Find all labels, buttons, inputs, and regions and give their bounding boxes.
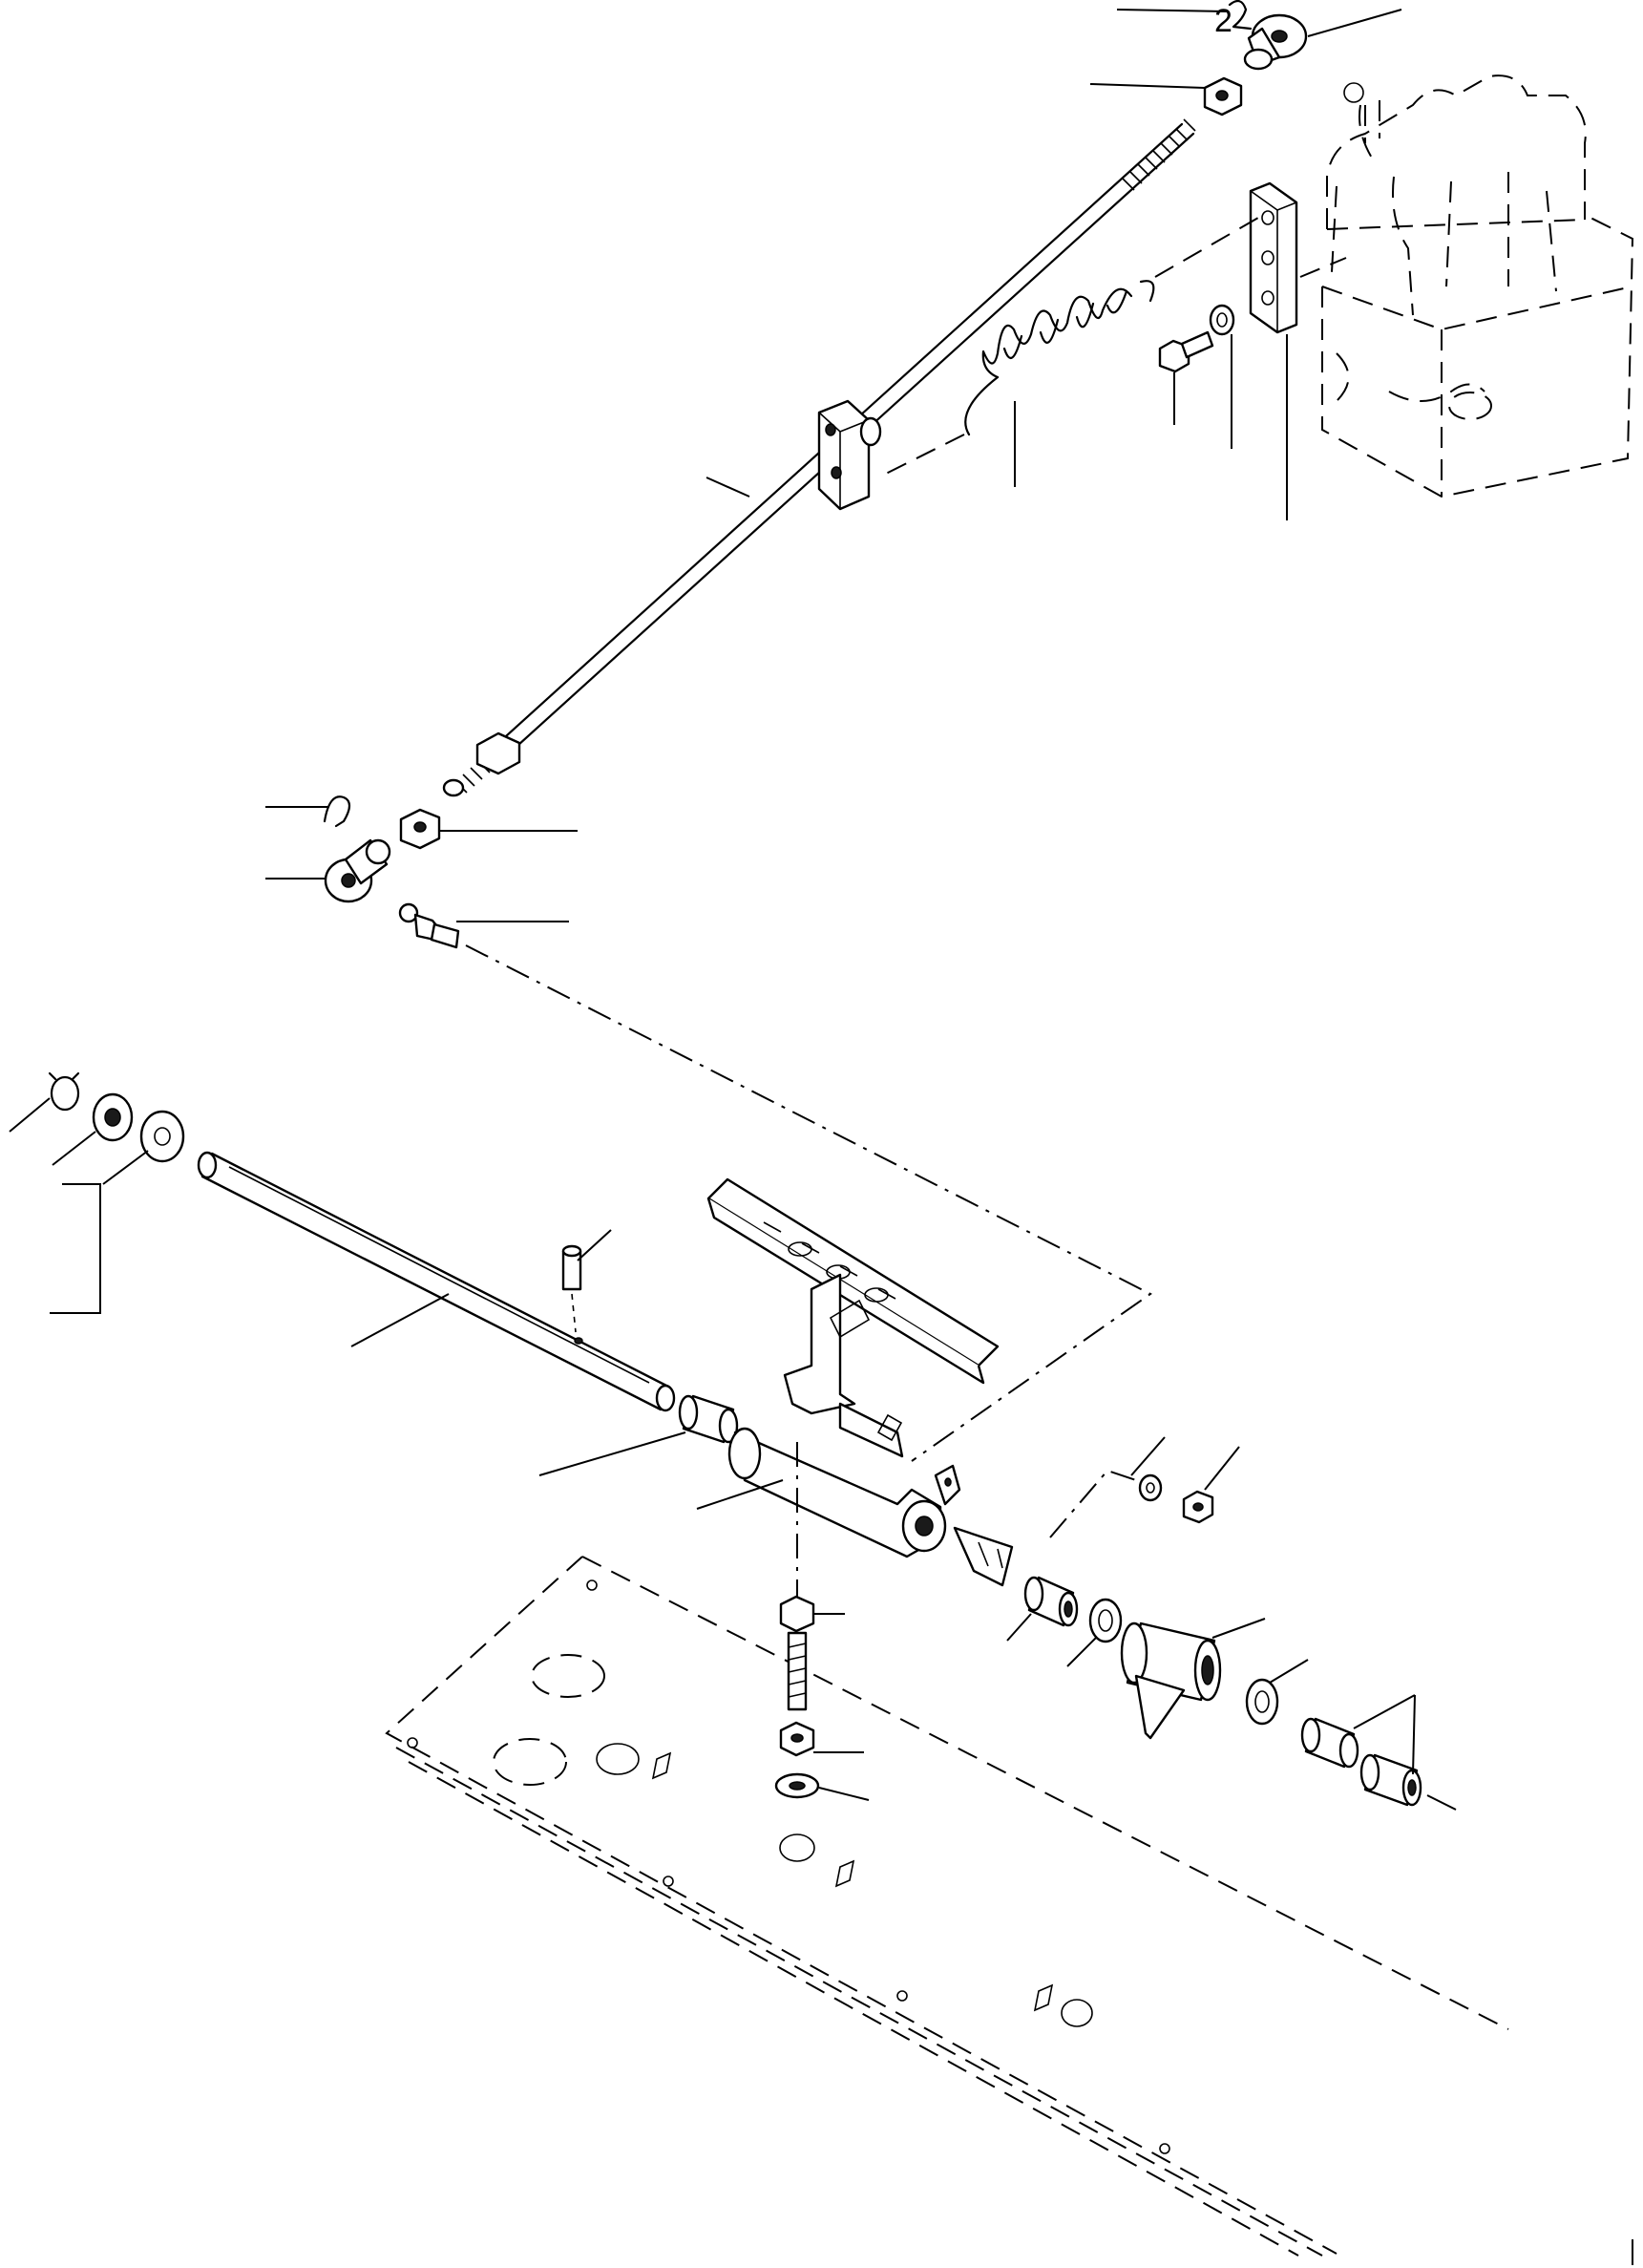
hex-nut bbox=[779, 1721, 815, 1757]
connector-spring-block bbox=[877, 434, 965, 478]
rod-guide-block bbox=[817, 399, 882, 511]
washer-small bbox=[1209, 304, 1235, 336]
bushings-pair bbox=[1300, 1717, 1422, 1807]
stop-lock-washer bbox=[1138, 1473, 1163, 1502]
pedal-shaft bbox=[197, 1151, 676, 1412]
connector-stud-pedal bbox=[465, 944, 1152, 1462]
thrust-washer bbox=[1088, 1598, 1123, 1643]
washer-a bbox=[92, 1092, 134, 1142]
cotter-pin-upper-label: 2 bbox=[1214, 3, 1232, 39]
connector-spring-bracket bbox=[1154, 217, 1259, 278]
leader-lines-lower bbox=[9, 1097, 1633, 2265]
bushing-left bbox=[678, 1394, 739, 1444]
ball-joint-socket-upper bbox=[1243, 13, 1308, 71]
lock-nut-upper bbox=[1203, 76, 1243, 117]
stop-bolt bbox=[779, 1442, 815, 1711]
spacer-washer bbox=[1245, 1678, 1279, 1726]
bolt bbox=[1158, 330, 1214, 373]
valve-body bbox=[1321, 74, 1634, 498]
mounting-bracket bbox=[1249, 181, 1298, 334]
flat-washer bbox=[774, 1772, 820, 1799]
connector-stop-bolt bbox=[1049, 1469, 1137, 1538]
floor-plate bbox=[385, 1556, 1509, 2257]
return-spring bbox=[964, 280, 1155, 436]
lock-nut-lower bbox=[399, 808, 441, 850]
ball-stud bbox=[398, 902, 460, 949]
stop-nut bbox=[1182, 1490, 1214, 1524]
cotter-pin-upper: 2 bbox=[1214, 0, 1253, 39]
washer-b bbox=[139, 1110, 185, 1163]
ball-joint-socket-lower bbox=[324, 838, 391, 903]
connector-bracket-valve bbox=[1299, 257, 1347, 278]
roll-pin bbox=[561, 1244, 582, 1333]
leader-lines-upper bbox=[265, 9, 1402, 922]
pedal-arm bbox=[706, 1177, 1014, 1587]
cotter-pin-lower bbox=[323, 795, 351, 828]
snap-ring bbox=[48, 1071, 80, 1112]
bushing-right bbox=[1023, 1576, 1079, 1627]
pedal-bracket bbox=[1120, 1622, 1222, 1740]
